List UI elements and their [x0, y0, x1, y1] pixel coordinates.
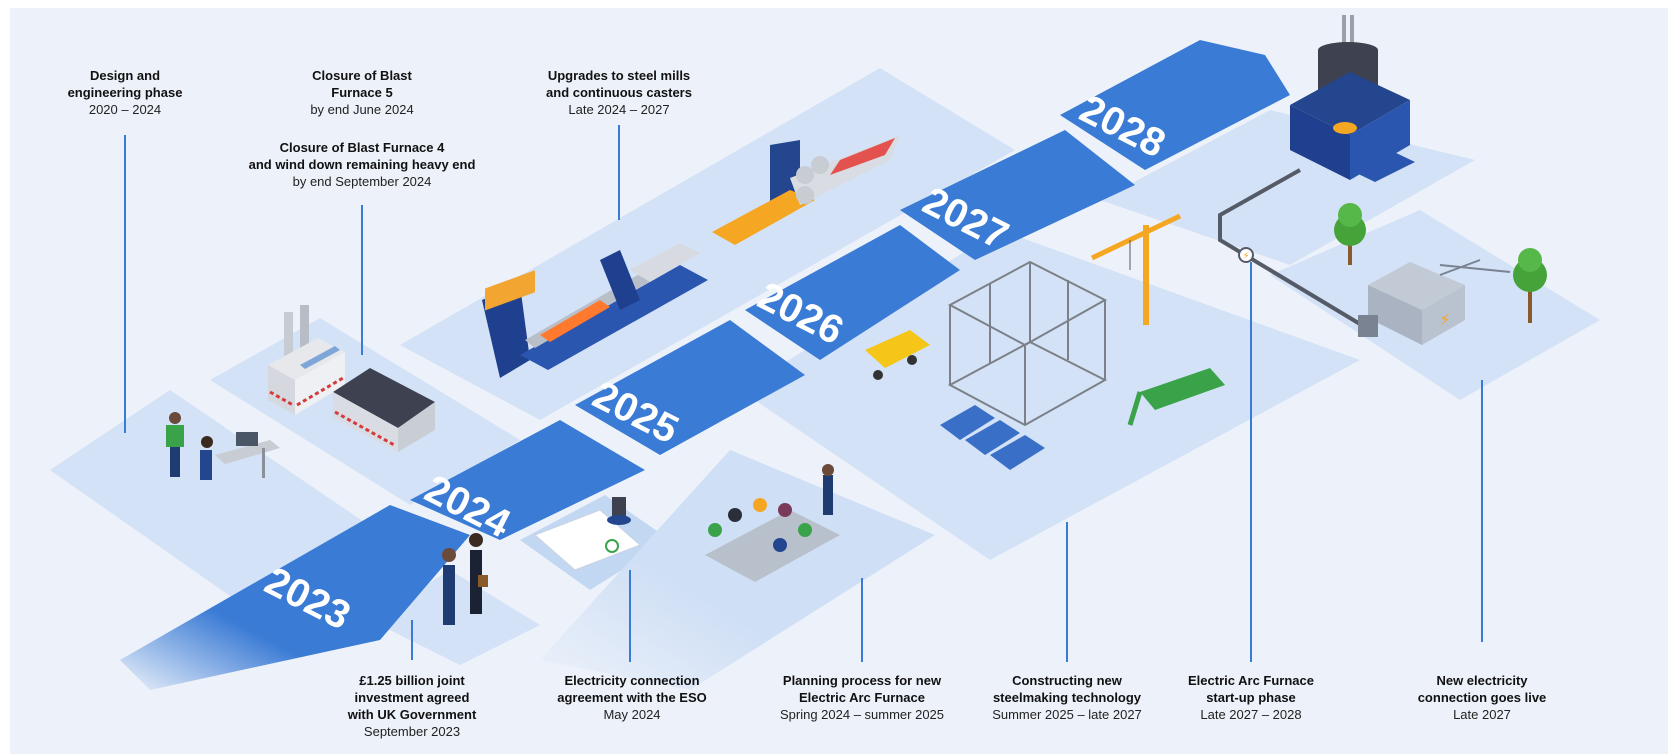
design-office-icon [166, 412, 280, 480]
milestone-title: New electricity connection goes live [1417, 673, 1547, 705]
milestone-constructing-technology: Constructing new steelmaking technology … [992, 672, 1142, 723]
road-segment-2024 [410, 420, 645, 540]
milestone-date: Summer 2025 – late 2027 [992, 707, 1142, 722]
svg-text:⚡: ⚡ [1439, 310, 1450, 329]
milestone-date: 2020 – 2024 [88, 102, 162, 117]
road-segment-2023 [120, 505, 470, 690]
milestone-title: £1.25 billion joint investment agreed wi… [347, 673, 477, 722]
handshake-icon [442, 533, 488, 625]
milestone-date: May 2024 [603, 707, 661, 722]
road-segment-2025 [575, 320, 805, 455]
rolling-mill-icon [712, 135, 900, 245]
milestone-title: Upgrades to steel mills and continuous c… [546, 68, 692, 100]
svg-text:⚡: ⚡ [1242, 251, 1249, 262]
leader-lines [124, 125, 1483, 662]
milestone-steel-mill-upgrades: Upgrades to steel mills and continuous c… [546, 67, 692, 118]
milestone-title: Electricity connection agreement with th… [557, 673, 707, 705]
milestone-title: Closure of Blast Furnace 5 [312, 68, 412, 100]
milestone-design-engineering: Design and engineering phase 2020 – 2024 [68, 67, 183, 118]
blast-furnace-5-icon [268, 305, 345, 415]
milestone-closure-bf5: Closure of Blast Furnace 5 by end June 2… [310, 67, 413, 118]
electric-arc-furnace-icon: ⚡ [1218, 15, 1415, 332]
milestone-date: Spring 2024 – summer 2025 [779, 707, 945, 722]
milestone-date: Late 2024 – 2027 [568, 102, 670, 117]
milestone-title: Closure of Blast Furnace 4 and wind down… [248, 140, 476, 172]
tile-construction [740, 230, 1360, 560]
milestone-date: by end September 2024 [292, 174, 432, 189]
agreement-document-icon [534, 497, 641, 571]
milestone-closure-bf4: Closure of Blast Furnace 4 and wind down… [249, 139, 476, 190]
milestone-connection-live: New electricity connection goes live Lat… [1418, 672, 1547, 723]
planning-meeting-icon [705, 464, 840, 582]
milestone-title: Constructing new steelmaking technology [992, 673, 1142, 705]
construction-site-icon [865, 213, 1225, 470]
timeline-road [120, 40, 1290, 690]
milestone-electricity-agreement: Electricity connection agreement with th… [557, 672, 707, 723]
milestone-investment-agreed: £1.25 billion joint investment agreed wi… [348, 672, 477, 740]
road-segment-2026 [745, 225, 960, 360]
milestone-eaf-startup: Electric Arc Furnace start-up phase Late… [1188, 672, 1314, 723]
milestone-date: Late 2027 [1453, 707, 1511, 722]
milestone-date: September 2023 [363, 724, 461, 739]
milestone-title: Electric Arc Furnace start-up phase [1188, 673, 1314, 705]
substation-icon: ⚡ [1334, 203, 1547, 345]
milestone-title: Planning process for new Electric Arc Fu… [782, 673, 942, 705]
milestone-planning-process: Planning process for new Electric Arc Fu… [780, 672, 944, 723]
blast-furnace-4-icon [333, 368, 435, 452]
road-segment-2028 [1060, 40, 1290, 170]
caster-icon [482, 243, 708, 378]
milestone-date: by end June 2024 [310, 102, 414, 117]
road-segment-2027 [900, 130, 1135, 260]
milestone-date: Late 2027 – 2028 [1200, 707, 1302, 722]
milestone-title: Design and engineering phase [67, 68, 183, 100]
